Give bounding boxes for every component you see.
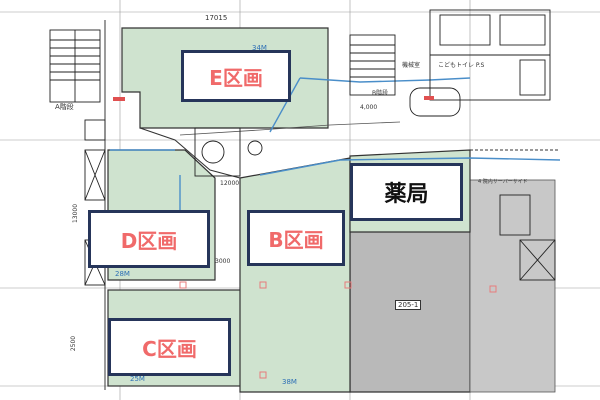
red-markers bbox=[113, 96, 434, 101]
stair-a-label: A階段 bbox=[55, 103, 74, 111]
corridor-outline-upper bbox=[179, 121, 401, 136]
column-markers bbox=[179, 281, 497, 379]
toilet-rooms bbox=[409, 9, 551, 117]
side-dimension: 13000 bbox=[72, 203, 80, 224]
left-dimension: 2500 bbox=[70, 335, 78, 352]
bottom-dimension: 3000 bbox=[215, 258, 231, 265]
unit-205-label: 205-1 bbox=[395, 300, 422, 310]
center-features bbox=[194, 127, 263, 177]
zone-gray bbox=[349, 229, 471, 393]
zone-e-width-note: 34M bbox=[252, 44, 267, 52]
left-structure bbox=[84, 20, 106, 390]
stair-b bbox=[349, 34, 396, 96]
zone-pharmacy-label: 薬局 bbox=[350, 163, 463, 221]
zone-gray-right bbox=[469, 179, 556, 393]
zone-b-area bbox=[239, 157, 351, 393]
zone-d-width-note: 28M bbox=[115, 270, 130, 278]
right-note: 4 院内サーバーサイド bbox=[478, 179, 528, 185]
zone-c-label: C区画 bbox=[108, 318, 231, 376]
stair-b-label: B階段 bbox=[372, 90, 389, 97]
zone-c-width-note: 25M bbox=[130, 375, 145, 383]
elevator-hall-label: 4,000 bbox=[360, 104, 378, 111]
elevator-block bbox=[499, 194, 556, 281]
mid-dimension: 12000 bbox=[220, 180, 240, 187]
zone-d-label: D区画 bbox=[88, 210, 210, 268]
zone-b-label: B区画 bbox=[247, 210, 345, 266]
machine-room-label: 機械室 bbox=[402, 62, 421, 69]
zone-e-label: E区画 bbox=[181, 50, 291, 102]
corridor-outline bbox=[139, 127, 241, 179]
stair-a bbox=[49, 29, 101, 103]
zone-c-width-note-2: 38M bbox=[282, 378, 297, 386]
top-dimension: 17015 bbox=[205, 14, 228, 22]
toilet-label: こどもトイレ P.S bbox=[438, 62, 485, 69]
